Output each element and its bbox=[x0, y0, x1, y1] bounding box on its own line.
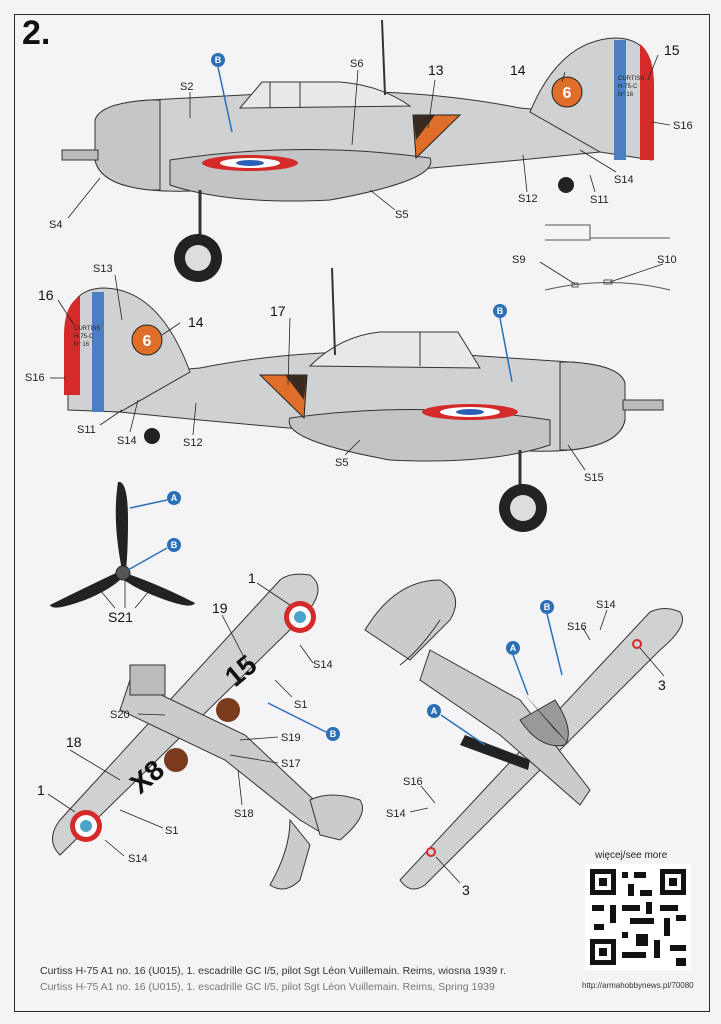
rudder-text-4: CURTISS bbox=[74, 326, 100, 332]
label-s19: S19 bbox=[281, 732, 301, 744]
qr-code bbox=[585, 864, 691, 970]
label-s14-tv1: S14 bbox=[313, 659, 333, 671]
see-more-label: więcej/see more bbox=[595, 850, 668, 861]
label-s14: S14 bbox=[614, 174, 634, 186]
rudder-text-6: N° 16 bbox=[74, 342, 90, 348]
label-s10: S10 bbox=[657, 254, 677, 266]
label-s16: S16 bbox=[673, 120, 693, 132]
callout-a-prop: A bbox=[171, 493, 178, 503]
label-s9: S9 bbox=[512, 254, 525, 266]
rudder-text-5: H-75-C bbox=[74, 334, 94, 340]
website-url[interactable]: http://armahobbynews.pl/70080 bbox=[582, 981, 694, 990]
top-view: X8 15 B 1 19 S14 S1 S2 bbox=[37, 570, 363, 890]
label-s14-bv1: S14 bbox=[596, 599, 616, 611]
label-s12: S12 bbox=[518, 193, 538, 205]
step-number: 2. bbox=[22, 14, 51, 52]
side-view-left: 6 CURTISS H-75-C N° 16 B bbox=[49, 19, 693, 282]
label-s16-b: S16 bbox=[25, 372, 45, 384]
caption-polish: Curtiss H-75 A1 no. 16 (U015), 1. escadr… bbox=[40, 965, 506, 977]
caption-english: Curtiss H-75 A1 no. 16 (U015), 1. escadr… bbox=[40, 981, 495, 993]
label-s13: S13 bbox=[93, 263, 113, 275]
label-s18: S18 bbox=[234, 808, 254, 820]
side-view-right: 6 CURTISS H-75-C N° 16 B bbox=[25, 263, 664, 532]
label-s20: S20 bbox=[110, 709, 130, 721]
label-14-b: 14 bbox=[188, 314, 204, 330]
rudder-text-3: N° 16 bbox=[618, 92, 634, 98]
label-s16-bv2: S16 bbox=[403, 776, 423, 788]
label-14: 14 bbox=[510, 62, 526, 78]
label-s15: S15 bbox=[584, 472, 604, 484]
label-18: 18 bbox=[66, 734, 82, 750]
rudder-text-2: H-75-C bbox=[618, 84, 638, 90]
detail-inset: S9 S10 bbox=[512, 224, 677, 291]
label-s17: S17 bbox=[281, 758, 301, 770]
label-15: 15 bbox=[664, 42, 680, 58]
propeller: A B S21 bbox=[50, 481, 195, 625]
label-3b: 3 bbox=[462, 882, 470, 898]
label-1a: 1 bbox=[248, 570, 256, 586]
callout-b-side2: B bbox=[497, 306, 504, 316]
label-s4: S4 bbox=[49, 219, 62, 231]
callout-b-top-view: B bbox=[330, 729, 337, 739]
label-s14-b: S14 bbox=[117, 435, 137, 447]
bottom-view: B A A S14 S16 3 S16 S14 3 bbox=[364, 579, 683, 898]
label-17: 17 bbox=[270, 303, 286, 319]
page-frame bbox=[14, 14, 710, 1012]
label-s14-bv2: S14 bbox=[386, 808, 406, 820]
fin-emblem-number: 6 bbox=[563, 85, 572, 102]
callout-a-bottom-2: A bbox=[431, 706, 438, 716]
label-1b: 1 bbox=[37, 782, 45, 798]
rudder-text-1: CURTISS bbox=[618, 76, 644, 82]
label-s16-bv1: S16 bbox=[567, 621, 587, 633]
label-s11: S11 bbox=[590, 194, 609, 206]
label-s5: S5 bbox=[395, 209, 408, 221]
fin-emblem-number-2: 6 bbox=[143, 333, 152, 350]
callout-b-bottom: B bbox=[544, 602, 551, 612]
label-s11-b: S11 bbox=[77, 424, 96, 436]
label-s5-b: S5 bbox=[335, 457, 348, 469]
label-16: 16 bbox=[38, 287, 54, 303]
callout-b-top: B bbox=[215, 55, 222, 65]
label-3a: 3 bbox=[658, 677, 666, 693]
label-s6: S6 bbox=[350, 58, 363, 70]
label-19: 19 bbox=[212, 600, 228, 616]
label-s1-tv1: S1 bbox=[294, 699, 307, 711]
callout-a-bottom-1: A bbox=[510, 643, 517, 653]
label-s12-b: S12 bbox=[183, 437, 203, 449]
label-s14-tv2: S14 bbox=[128, 853, 148, 865]
callout-b-prop: B bbox=[171, 540, 178, 550]
label-s21: S21 bbox=[108, 609, 133, 625]
label-s1-tv2: S1 bbox=[165, 825, 178, 837]
label-13: 13 bbox=[428, 62, 444, 78]
label-s2: S2 bbox=[180, 81, 193, 93]
